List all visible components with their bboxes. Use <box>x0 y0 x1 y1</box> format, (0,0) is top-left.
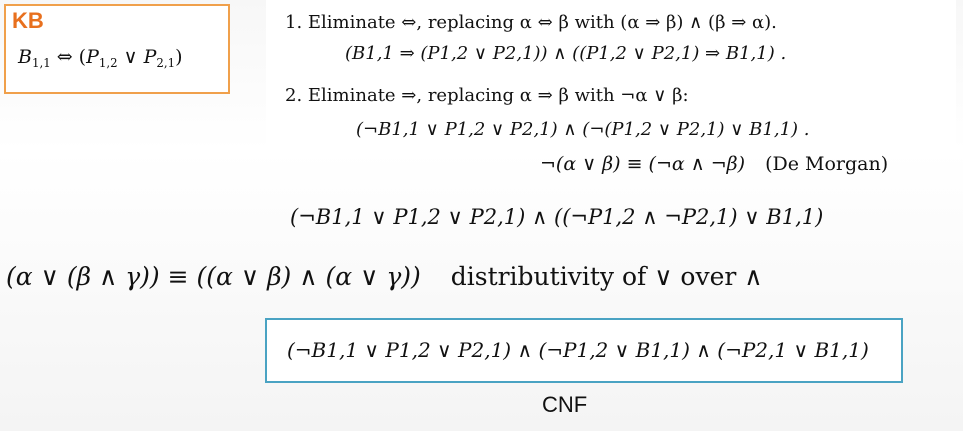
after-de-morgan-formula: (¬B1,1 ∨ P1,2 ∨ P2,1) ∧ ((¬P1,2 ∧ ¬P2,1)… <box>290 205 824 229</box>
cnf-label: CNF <box>542 392 588 417</box>
kb-box: KB B1,1 ⇔ (P1,2 ∨ P2,1) <box>4 4 230 94</box>
kb-title: KB <box>12 8 44 33</box>
step-2-label: 2. Eliminate ⇒, replacing α ⇒ β with ¬α … <box>285 85 689 106</box>
steps-panel <box>266 0 956 152</box>
step-1-formula: (B1,1 ⇒ (P1,2 ∨ P2,1)) ∧ ((P1,2 ∨ P2,1) … <box>345 43 787 64</box>
step-1-label: 1. Eliminate ⇔, replacing α ⇔ β with (α … <box>285 12 777 33</box>
kb-formula: B1,1 ⇔ (P1,2 ∨ P2,1) <box>18 46 183 71</box>
cnf-box: (¬B1,1 ∨ P1,2 ∨ P2,1) ∧ (¬P1,2 ∨ B1,1) ∧… <box>265 318 903 383</box>
distributivity-law: (α ∨ (β ∧ γ)) ≡ ((α ∨ β) ∧ (α ∨ γ)) dist… <box>6 262 763 291</box>
de-morgan-law: ¬(α ∨ β) ≡ (¬α ∧ ¬β) (De Morgan) <box>540 153 889 175</box>
cnf-formula: (¬B1,1 ∨ P1,2 ∨ P2,1) ∧ (¬P1,2 ∨ B1,1) ∧… <box>287 338 869 362</box>
step-2-formula: (¬B1,1 ∨ P1,2 ∨ P2,1) ∧ (¬(P1,2 ∨ P2,1) … <box>356 119 810 140</box>
